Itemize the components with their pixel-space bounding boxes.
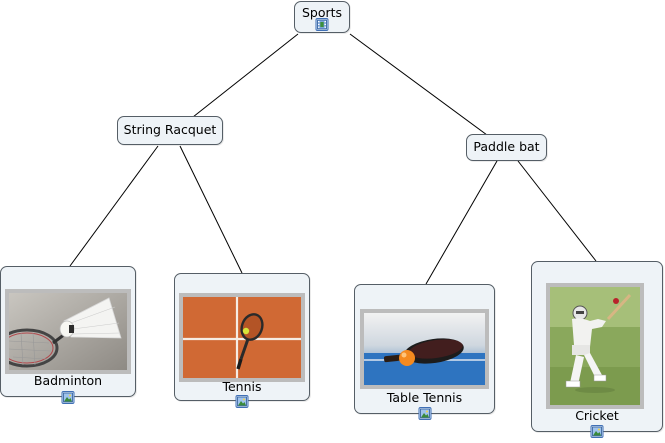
image-resource-icon[interactable]	[235, 395, 249, 408]
connector-string-racquet-tennis	[179, 145, 243, 274]
root-node-label: Sports	[301, 5, 343, 20]
connector-sports-paddle-bat	[349, 33, 488, 136]
node-cricket[interactable]: Cricket	[531, 261, 663, 438]
tennis-photo	[179, 293, 305, 382]
node-badminton-label: Badminton	[33, 373, 103, 388]
node-tennis-label: Tennis	[222, 379, 262, 394]
node-string-racquet[interactable]: String Racquet	[117, 116, 223, 145]
image-resource-icon[interactable]	[590, 425, 604, 438]
root-node-sports[interactable]: Sports	[294, 1, 350, 33]
node-badminton[interactable]: Badminton	[0, 266, 136, 404]
connector-paddle-bat-cricket	[517, 160, 597, 262]
badminton-photo	[5, 289, 131, 374]
movie-film-icon[interactable]	[315, 18, 329, 31]
image-resource-icon[interactable]	[61, 391, 75, 404]
node-table-tennis[interactable]: Table Tennis	[354, 284, 495, 420]
node-paddle-bat[interactable]: Paddle bat	[466, 134, 547, 161]
table-tennis-photo	[360, 309, 489, 389]
node-paddle-bat-label: Paddle bat	[473, 139, 540, 154]
image-resource-icon[interactable]	[418, 407, 431, 420]
node-tennis[interactable]: Tennis	[174, 273, 310, 408]
node-string-racquet-label: String Racquet	[123, 122, 217, 137]
cricket-photo	[546, 283, 644, 409]
node-cricket-label: Cricket	[575, 408, 619, 423]
connector-string-racquet-badminton	[69, 145, 159, 267]
connector-paddle-bat-table-tennis	[425, 160, 498, 285]
connector-sports-string-racquet	[192, 33, 299, 118]
node-table-tennis-label: Table Tennis	[386, 390, 463, 405]
